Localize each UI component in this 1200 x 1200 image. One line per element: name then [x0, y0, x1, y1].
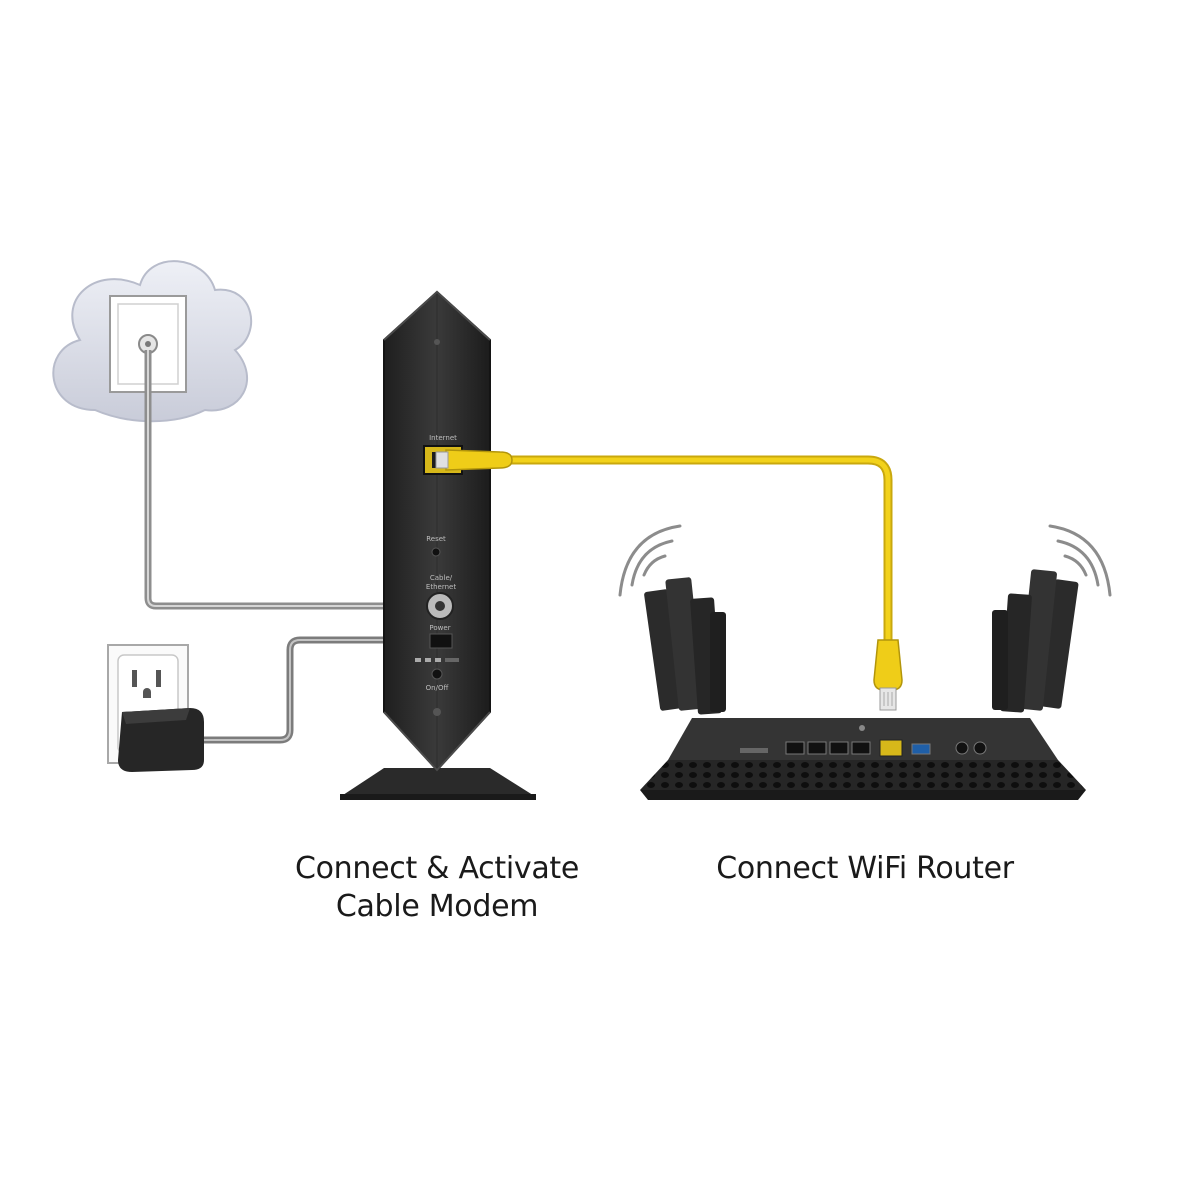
modem-caption-line2: Cable Modem: [335, 889, 539, 924]
reset-label: Reset: [426, 535, 446, 543]
router-power-button[interactable]: [973, 741, 987, 755]
modem-stand: [340, 768, 536, 797]
router-antennas-right: [992, 569, 1079, 713]
modem-caption-line1: Connect & Activate: [294, 851, 580, 886]
onoff-label: On/Off: [426, 684, 449, 692]
status-leds: [415, 658, 459, 662]
modem-caption: Connect & Activate Cable Modem: [262, 850, 612, 926]
cable-modem: [383, 290, 491, 772]
router-power-jack: [955, 741, 969, 755]
power-adapter-icon: [118, 708, 204, 772]
wifi-signal-icon-right: [1048, 524, 1112, 597]
router-internet-port: [879, 739, 903, 757]
ethernet-cable: [435, 449, 903, 711]
cable-port: [426, 592, 454, 620]
internet-port-label: Internet: [429, 434, 457, 442]
router-lan-ports: [785, 741, 871, 755]
power-port: [429, 633, 453, 649]
onoff-button[interactable]: [431, 668, 443, 680]
router-caption-text: Connect WiFi Router: [716, 851, 1014, 886]
wifi-router: [640, 718, 1086, 800]
router-caption: Connect WiFi Router: [660, 850, 1070, 888]
power-port-label: Power: [429, 624, 450, 632]
router-antennas-left: [644, 577, 726, 715]
wifi-signal-icon: [618, 524, 682, 597]
cable-port-label-line2: Ethernet: [426, 583, 456, 591]
router-usb-port: [911, 743, 931, 755]
cable-port-label-line1: Cable/: [430, 574, 453, 582]
reset-button[interactable]: [431, 547, 441, 557]
